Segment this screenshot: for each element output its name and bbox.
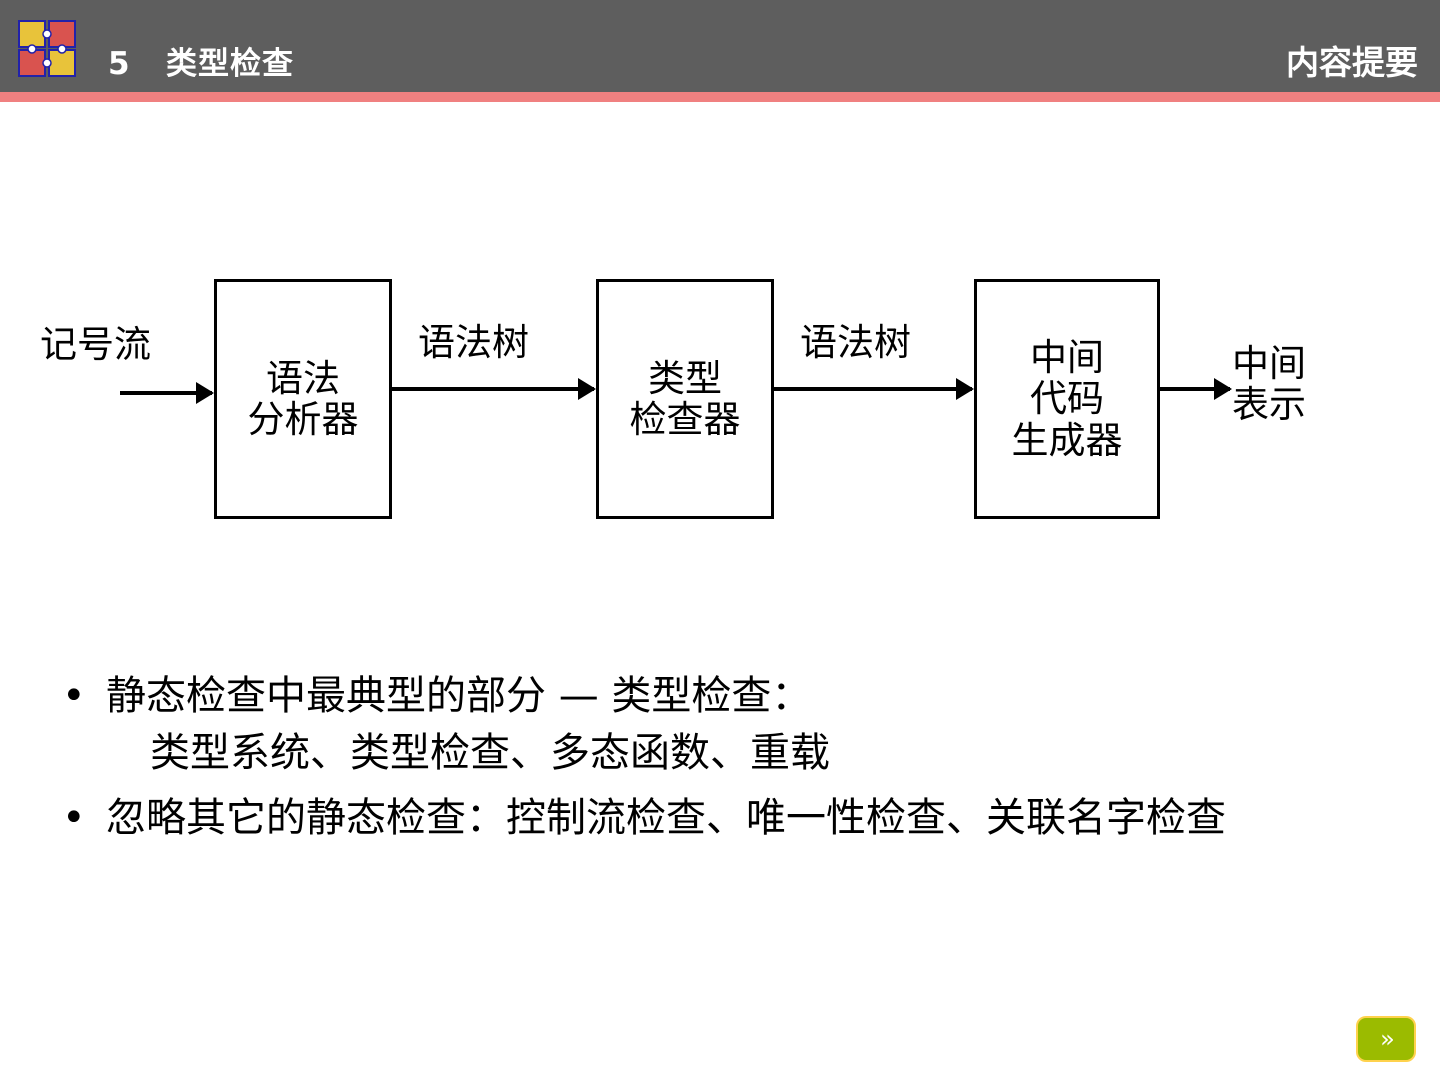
label-syntax-tree-2: 语法树 — [800, 321, 911, 364]
label-ir-line-2: 表示 — [1232, 383, 1306, 427]
label-intermediate-representation: 中间 表示 — [1232, 343, 1306, 426]
header-divider-rule — [0, 92, 1440, 102]
header-bar — [0, 0, 1440, 92]
label-syntax-tree-1: 语法树 — [418, 321, 529, 364]
arrow-input-to-parser — [120, 391, 212, 395]
next-slide-button[interactable]: » — [1356, 1016, 1416, 1062]
slide-title-text: 类型检查 — [165, 46, 294, 82]
page-title: 5 类型检查 — [108, 38, 294, 83]
node-checker-line-2: 检查器 — [629, 398, 741, 441]
arrow-codegen-to-output — [1160, 387, 1230, 391]
bullet-item-1-text: 静态检查中最典型的部分 — 类型检查： — [106, 673, 812, 719]
header-section-label: 内容提要 — [1286, 43, 1418, 82]
label-token-stream: 记号流 — [40, 323, 151, 366]
app-logo-icon — [18, 20, 78, 78]
node-intermediate-code-generator: 中间 代码 生成器 — [974, 279, 1160, 519]
bullet-item-1-subtext: 类型系统、类型检查、多态函数、重载 — [150, 729, 830, 776]
bullet-list: • 静态检查中最典型的部分 — 类型检查： 类型系统、类型检查、多态函数、重载 … — [62, 672, 1402, 848]
bullet-marker: • — [62, 673, 86, 719]
node-codegen-line-2: 代码 — [1030, 377, 1104, 421]
chevron-right-icon: » — [1380, 1025, 1395, 1053]
node-parser-line-1: 语法 — [266, 356, 340, 400]
label-ir-line-1: 中间 — [1232, 342, 1306, 385]
node-type-checker: 类型 检查器 — [596, 279, 774, 519]
arrow-checker-to-codegen — [774, 387, 972, 391]
bullet-item-2: • 忽略其它的静态检查：控制流检查、唯一性检查、关联名字检查 — [62, 794, 1402, 843]
compiler-pipeline-diagram: 记号流 语法 分析器 语法树 类型 检查器 语法树 中间 代码 生成器 中间 表… — [0, 100, 1440, 570]
node-checker-line-1: 类型 — [648, 356, 722, 400]
bullet-item-2-text: 忽略其它的静态检查：控制流检查、唯一性检查、关联名字检查 — [106, 794, 1226, 841]
bullet-item-1: • 静态检查中最典型的部分 — 类型检查： — [62, 672, 1402, 721]
node-codegen-line-3: 生成器 — [1011, 418, 1123, 462]
node-parser: 语法 分析器 — [214, 279, 392, 519]
slide-number: 5 — [108, 46, 131, 82]
node-parser-line-2: 分析器 — [247, 398, 359, 441]
arrow-parser-to-checker — [392, 387, 594, 391]
bullet-marker: • — [62, 794, 86, 841]
node-codegen-line-1: 中间 — [1030, 335, 1104, 379]
